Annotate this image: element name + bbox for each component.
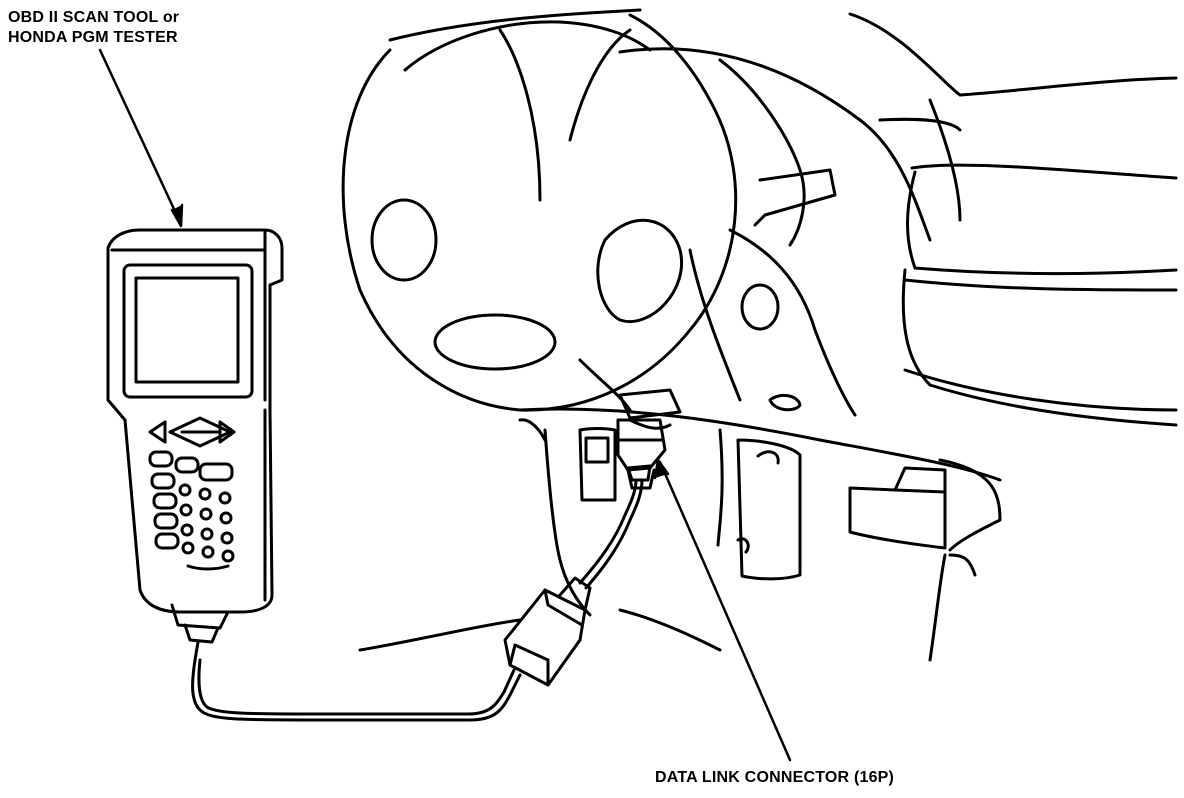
cable-drawing — [191, 464, 652, 722]
scan-tool-label-line1: OBD II SCAN TOOL or — [8, 9, 180, 26]
steering-wheel — [341, 13, 738, 412]
scan-tool-label-line2: HONDA PGM TESTER — [8, 29, 178, 46]
dashboard-drawing — [358, 8, 1178, 662]
scan-tool-drawing — [106, 228, 284, 662]
data-link-connector-label: DATA LINK CONNECTOR (16P) — [655, 769, 895, 786]
data-link-connector-drawing — [616, 418, 667, 490]
scan-tool-label: OBD II SCAN TOOL or HONDA PGM TESTER — [8, 8, 179, 48]
leader-arrows — [98, 48, 792, 762]
